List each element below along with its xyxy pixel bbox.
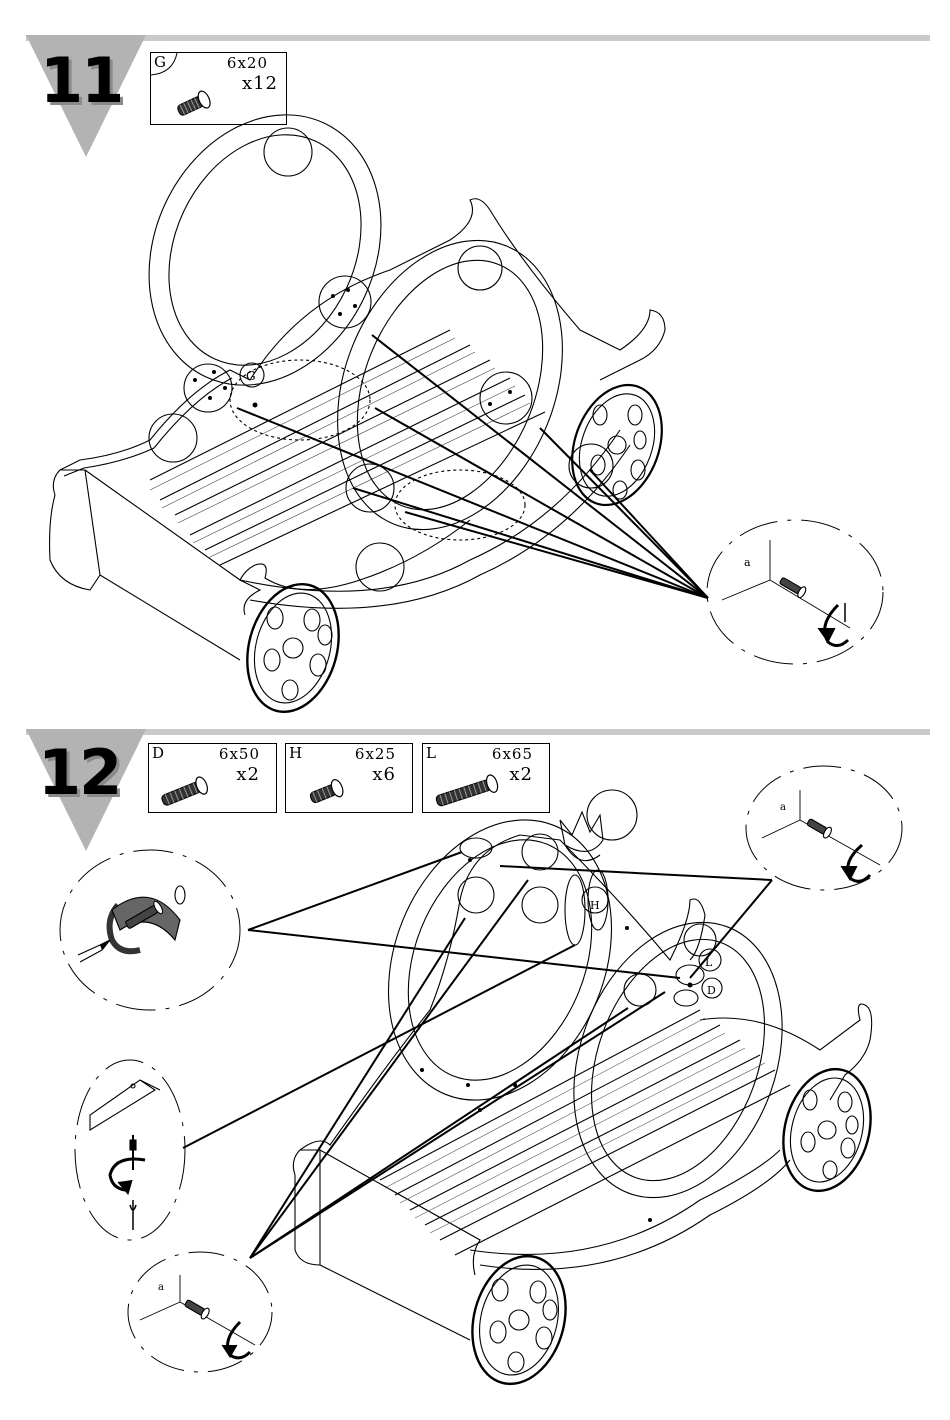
detail-label-top: a (780, 802, 786, 813)
hole-label-h: H (590, 899, 600, 912)
hole-label-d: D (707, 984, 716, 997)
hole-label-l: L (705, 956, 713, 969)
detail-label-bottom: a (158, 1282, 164, 1293)
